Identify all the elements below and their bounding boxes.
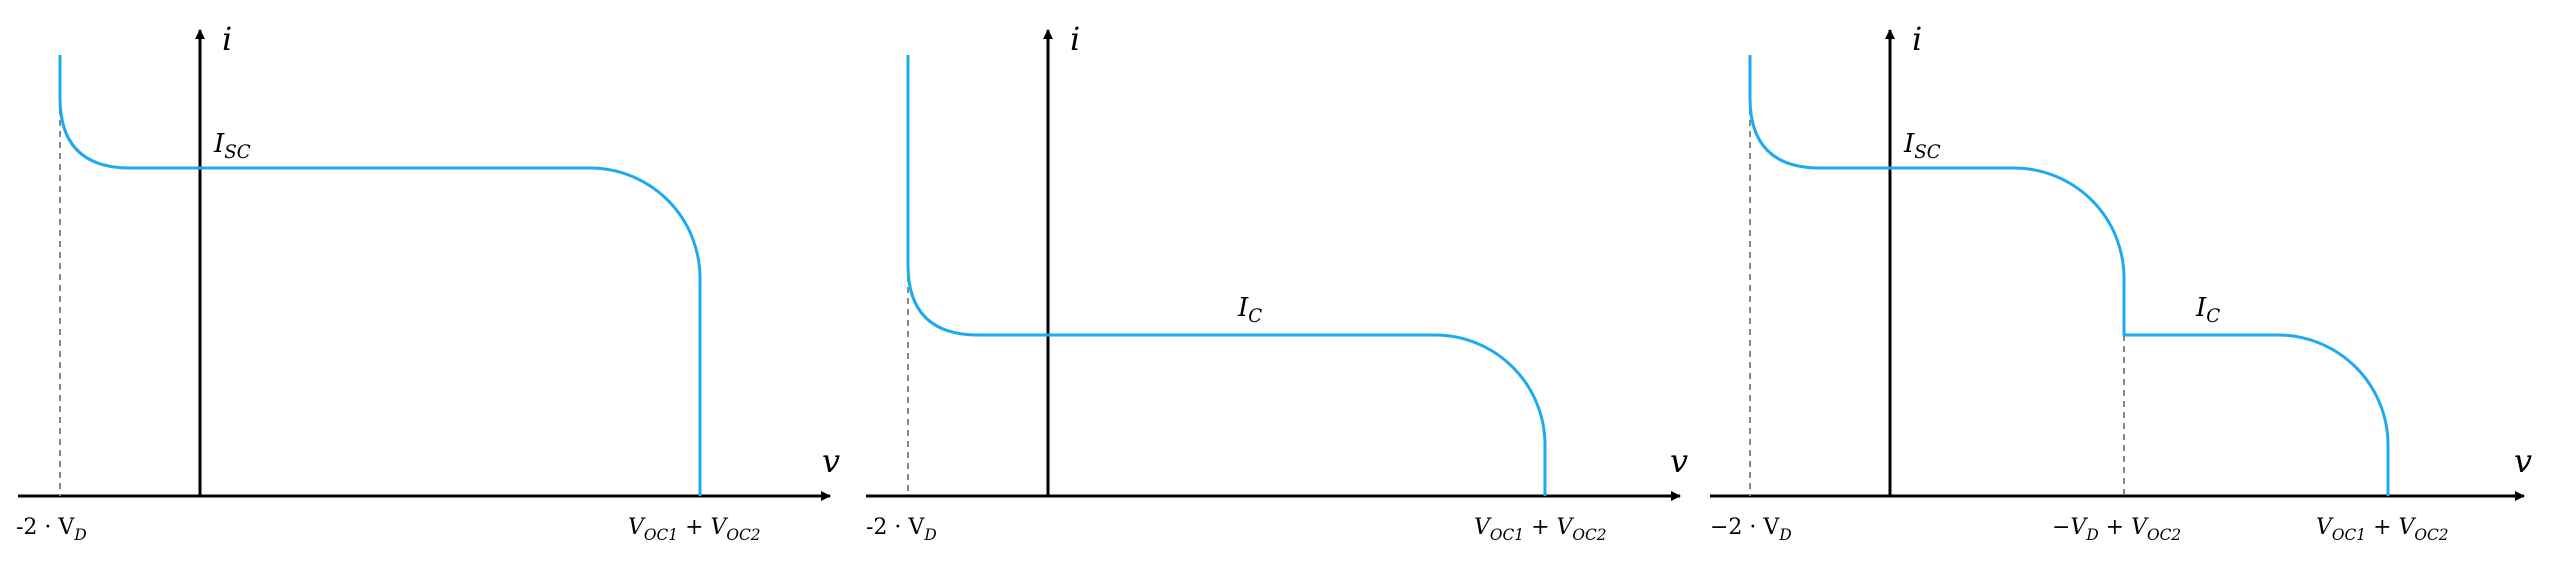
ic-label: IC — [2195, 293, 2220, 327]
tick-label-right: VOC1 + VOC2 — [2316, 515, 2449, 544]
ic-label: IC — [1237, 293, 1262, 327]
isc-label: ISC — [213, 129, 251, 163]
panel-1: i v ISC -2 · VD VOC1 + VOC2 — [16, 20, 840, 544]
x-axis-label: v — [1670, 442, 1688, 480]
tick-label-left: −2 · VD — [1710, 515, 1792, 544]
x-axis-label: v — [2514, 442, 2532, 480]
iv-curve — [58, 55, 702, 496]
isc-label: ISC — [1903, 129, 1941, 163]
tick-label-mid: −VD + VOC2 — [2052, 515, 2181, 544]
x-axis-label: v — [822, 442, 840, 480]
iv-curve — [906, 55, 1547, 496]
iv-curve — [1748, 55, 2390, 496]
panel-2: i v IC -2 · VD VOC1 + VOC2 — [866, 20, 1688, 544]
y-axis-label: i — [222, 20, 232, 58]
tick-label-left: -2 · VD — [16, 515, 87, 544]
panel-3: i v ISC IC −2 · VD −VD + VOC2 VOC1 + VOC… — [1710, 20, 2532, 544]
tick-label-right: VOC1 + VOC2 — [628, 515, 761, 544]
y-axis-label: i — [1912, 20, 1922, 58]
tick-label-left: -2 · VD — [866, 515, 937, 544]
y-axis-label: i — [1070, 20, 1080, 58]
tick-label-right: VOC1 + VOC2 — [1474, 515, 1607, 544]
